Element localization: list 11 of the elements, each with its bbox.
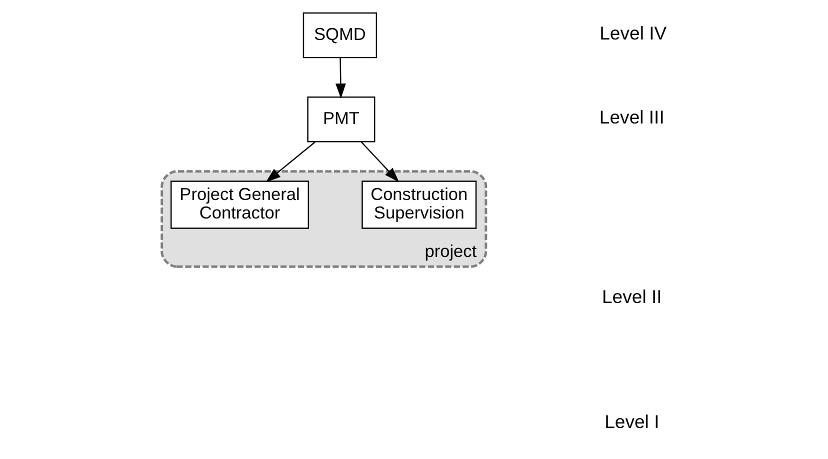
label: Level I: [604, 411, 659, 432]
node-box: Project General Contractor: [170, 180, 309, 229]
arrow: [265, 142, 315, 182]
label: Level III: [598, 106, 664, 128]
node-box: PMT: [306, 96, 375, 142]
node-box: Construction Supervision: [361, 180, 476, 229]
label: Level IV: [599, 22, 666, 44]
arrow: [360, 142, 399, 182]
node-box: SQMD: [302, 12, 377, 58]
arrow: [334, 58, 346, 98]
label: Level II: [601, 286, 662, 308]
